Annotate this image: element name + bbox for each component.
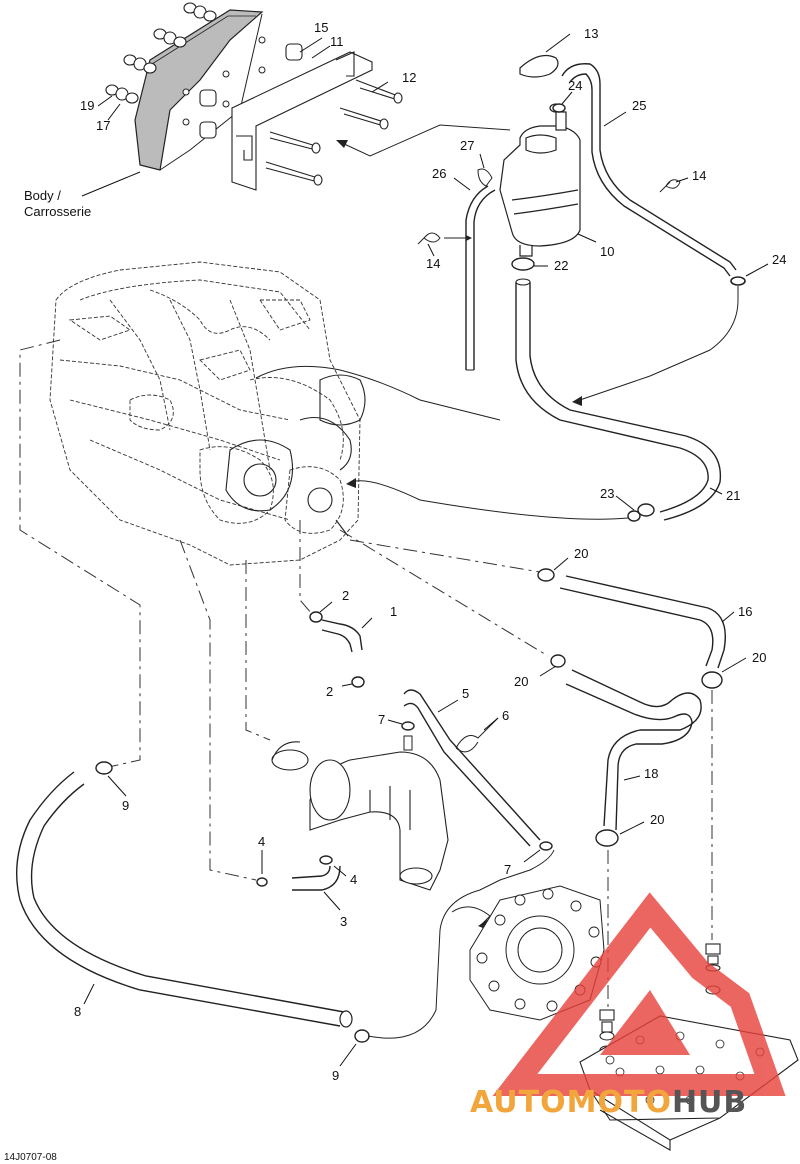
callout-leaders [83,33,769,1067]
callout-24: 24 [568,78,582,93]
callout-12: 12 [402,70,416,85]
clamp-24-right [730,276,746,286]
hose-21 [515,282,709,513]
callout-22: 22 [554,258,568,273]
callout-1: 1 [390,604,397,619]
callout-2: 2 [326,684,333,699]
clamp-6 [455,717,499,753]
hose-8 [16,771,341,1027]
clamp-20-d [595,829,619,847]
body-label: Body / [24,188,61,203]
hose-18 [571,669,702,827]
callout-4: 4 [350,872,357,887]
arrow-bracket-link [339,124,511,157]
callout-20: 20 [514,674,528,689]
clamp-7-bottom [539,841,553,851]
hose-25 [561,63,737,271]
callout-4: 4 [258,834,265,849]
watermark-logo [492,892,786,1096]
hose-26 [465,185,489,370]
clamp-9-top [95,761,113,775]
callout-13: 13 [584,26,598,41]
body-label-line1: Body / [24,188,61,203]
exhaust-manifold [271,741,449,891]
callout-14: 14 [692,168,706,183]
hose-1 [321,619,363,651]
watermark-part2: HUB [672,1085,747,1120]
callout-16: 16 [738,604,752,619]
callout-7: 7 [504,862,511,877]
callout-18: 18 [644,766,658,781]
callout-10: 10 [600,244,614,259]
clamp-14-left [417,232,441,245]
clamp-27 [477,168,493,187]
callout-20: 20 [650,812,664,827]
clamp-4-right [319,855,333,865]
callout-6: 6 [502,708,509,723]
body-panel [134,9,266,171]
callout-23: 23 [600,486,614,501]
pump-housing [469,885,605,1021]
reservoir-bracket [199,43,403,191]
callout-7: 7 [378,712,385,727]
callout-numbers: 1 2 2 3 4 4 5 6 7 7 8 9 9 10 11 12 13 14… [74,20,786,1083]
watermark-part1: AUTOMOTO [470,1085,672,1120]
clamp-4-left [256,877,268,887]
callout-3: 3 [340,914,347,929]
callout-17: 17 [96,118,110,133]
callout-20: 20 [574,546,588,561]
callout-14: 14 [426,256,440,271]
callout-19: 19 [80,98,94,113]
callout-20: 20 [752,650,766,665]
nuts-washers [105,2,217,104]
clamp-9-bottom [354,1029,370,1043]
body-label-line2: Carrosserie [24,204,91,219]
clamp-22 [511,257,535,271]
dash-lines [19,339,713,1010]
drawing-code: 14J0707-08 [4,1152,57,1163]
coolant-reservoir [499,55,581,257]
callout-24: 24 [772,252,786,267]
hose-5 [403,689,541,841]
hose-3 [291,865,331,879]
clamp-24-top [552,103,566,113]
clamp-20-c [701,671,723,689]
clamp-2-top [309,611,323,623]
hose-16 [559,587,714,667]
callout-8: 8 [74,1004,81,1019]
callout-9: 9 [332,1068,339,1083]
callout-27: 27 [460,138,474,153]
callout-26: 26 [432,166,446,181]
callout-2: 2 [342,588,349,603]
callout-5: 5 [462,686,469,701]
body-label-2: Carrosserie [24,204,91,219]
clamp-14-right [659,179,681,193]
clamp-20-b [550,654,566,668]
watermark-text: AUTOMOTOHUB [470,1085,747,1120]
callout-21: 21 [726,488,740,503]
clamp-23 [637,503,655,517]
callout-25: 25 [632,98,646,113]
engine-block [49,261,361,566]
clamp-7-top [401,721,415,731]
clamp-20-a [537,568,555,582]
callout-11: 11 [330,34,344,49]
callout-15: 15 [314,20,328,35]
clamp-2-bottom [351,676,365,688]
callout-9: 9 [122,798,129,813]
